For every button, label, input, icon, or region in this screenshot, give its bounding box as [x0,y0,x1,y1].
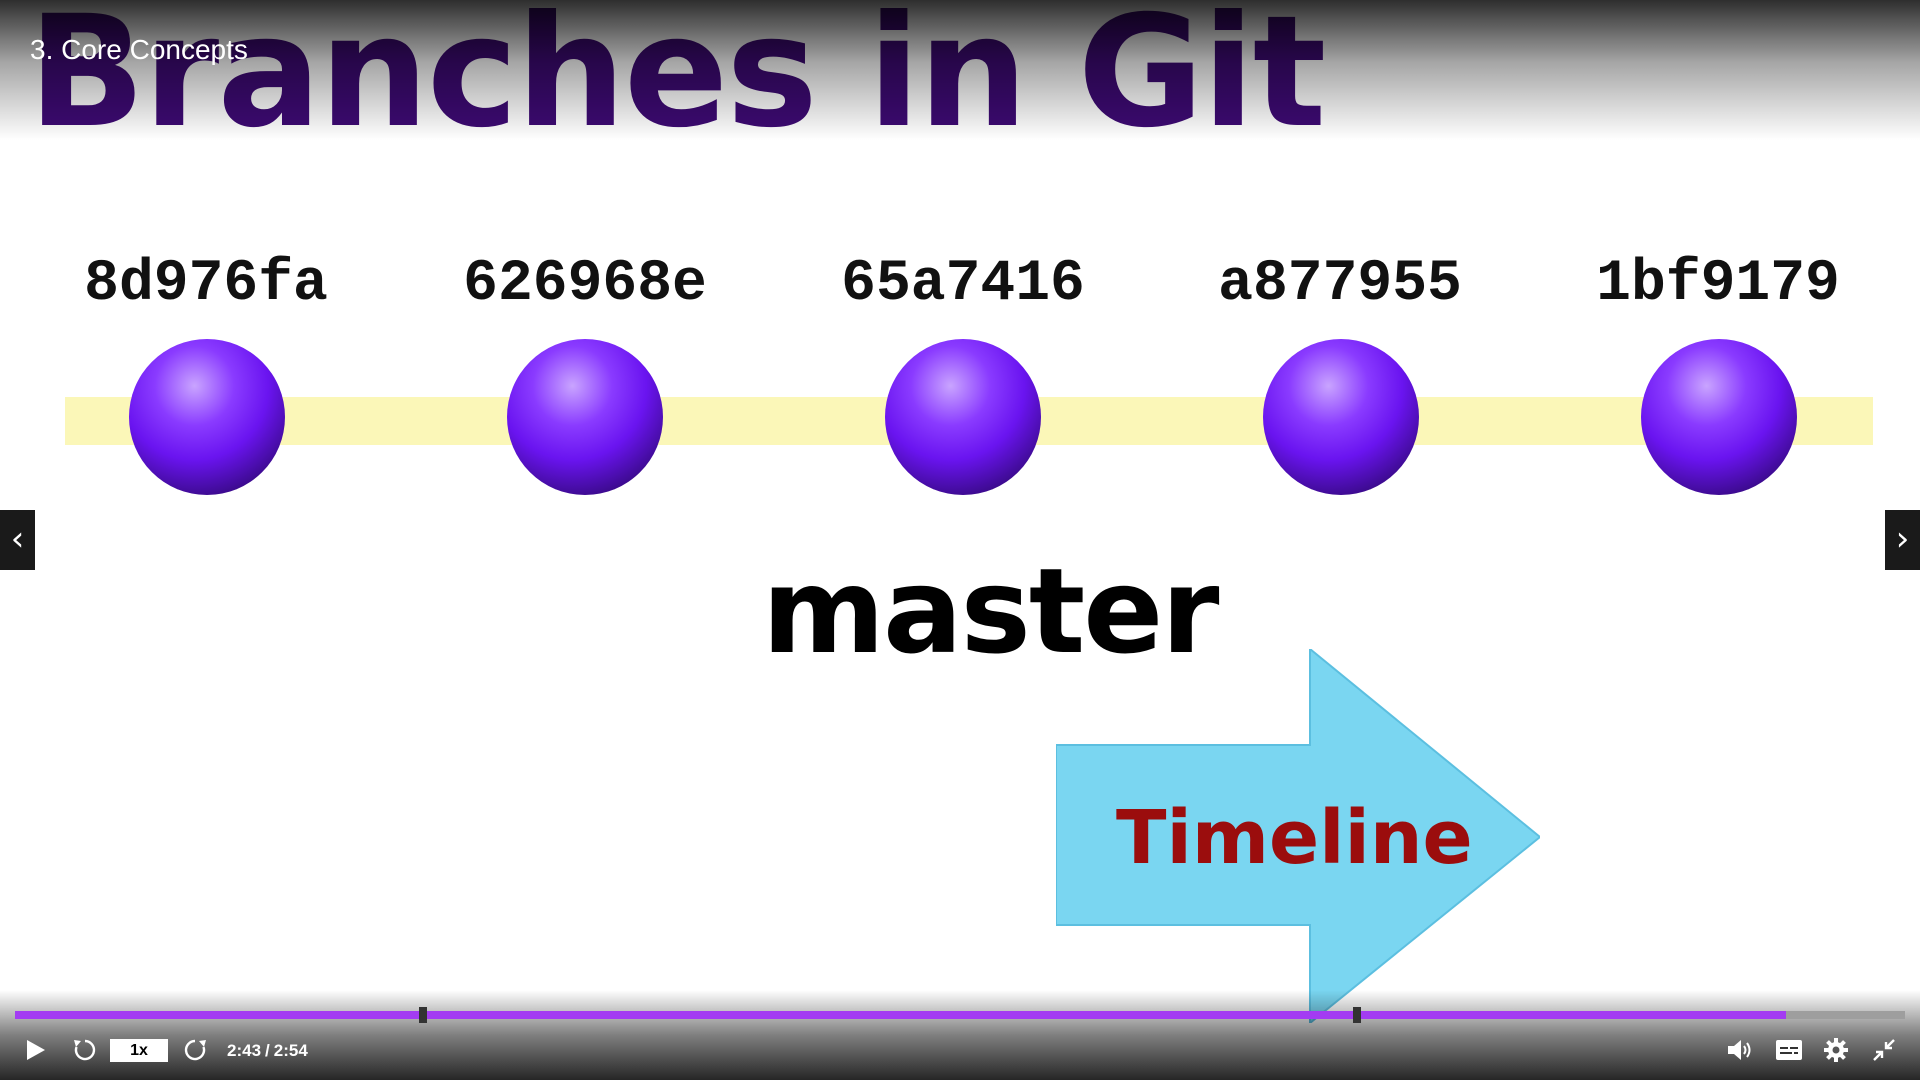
exit-fullscreen-button[interactable] [1868,1030,1900,1070]
commit-node [885,339,1041,495]
commit-node [1263,339,1419,495]
branch-name-label: master [762,542,1219,680]
settings-button[interactable] [1820,1030,1852,1070]
commit-node [1641,339,1797,495]
player-controls: 1x 2:43/2:54 [0,1030,1920,1070]
slide-title: Branches in Git [28,0,1326,162]
captions-button[interactable] [1773,1030,1805,1070]
play-icon [27,1040,45,1060]
progress-played [15,1011,1786,1019]
commit-node [129,339,285,495]
volume-button[interactable] [1725,1030,1755,1070]
fast-forward-icon [184,1039,206,1061]
settings-icon [1824,1038,1848,1062]
duration: 2:54 [273,1041,308,1060]
exit-fullscreen-icon [1873,1039,1895,1061]
previous-arrow-icon[interactable]: ‹ [0,510,35,570]
video-title: 3. Core Concepts [30,34,248,65]
next-arrow-icon[interactable]: › [1885,510,1920,570]
time-separator: / [265,1041,270,1060]
time-display: 2:43/2:54 [227,1039,308,1062]
progress-bar[interactable] [15,1007,1905,1023]
timeline-arrow-label: Timeline [1116,795,1473,881]
commit-hash-label: 65a7416 [841,252,1085,317]
timeline-arrow-shape [1056,649,1540,1023]
chapter-marker[interactable] [418,1007,427,1023]
commit-hash-label: 8d976fa [84,252,328,317]
commit-hash-label: 626968e [463,252,707,317]
commit-node [507,339,663,495]
bottom-overlay [0,990,1920,1080]
captions-icon [1776,1040,1802,1060]
fast-forward-button[interactable] [180,1030,210,1070]
rewind-icon [74,1039,96,1061]
rewind-button[interactable] [70,1030,100,1070]
commit-hash-label: a877955 [1218,252,1462,317]
playback-speed-button[interactable]: 1x [110,1039,168,1062]
play-button[interactable] [22,1030,50,1070]
current-time: 2:43 [227,1041,262,1060]
volume-icon [1728,1040,1751,1060]
chapter-marker[interactable] [1353,1007,1362,1023]
commit-hash-label: 1bf9179 [1596,252,1840,317]
